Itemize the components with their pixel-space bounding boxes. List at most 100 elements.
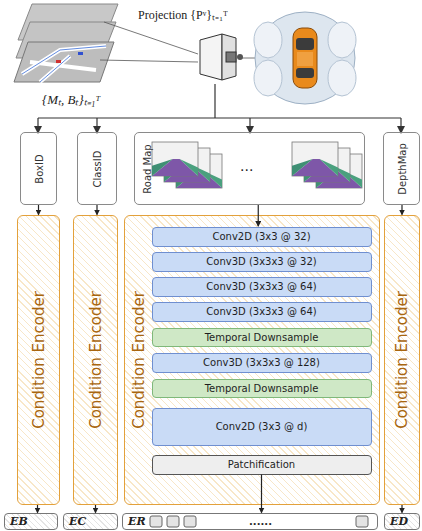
- vertical-label: BoxID: [33, 154, 44, 183]
- arrow-connector: [401, 205, 402, 215]
- layer-label: Temporal Downsample: [205, 332, 319, 343]
- fan-arrows: [38, 117, 401, 118]
- arrow-connector: [258, 205, 259, 226]
- downsample-layer: Temporal Downsample: [152, 379, 372, 398]
- projection-lines: [104, 22, 198, 54]
- arrow-connector: [38, 205, 39, 215]
- car-illustration: [254, 22, 282, 58]
- conv-layer: Conv3D (3x3x3 @ 128): [152, 353, 372, 373]
- road-map-frame: [292, 142, 338, 176]
- projector-icon: [226, 52, 236, 62]
- map-stack: [56, 60, 61, 63]
- projection-label: Projection {Pᵛ}ₜ₌₁ᵀ: [138, 6, 228, 23]
- layer-label: ER: [123, 515, 146, 528]
- road-map-frame: [152, 142, 198, 176]
- condition-encoder: Condition Encoder: [17, 215, 60, 505]
- layer-label: ED: [385, 515, 408, 528]
- vertical-label: Condition Encoder: [87, 291, 105, 429]
- conv-layer: Conv3D (3x3x3 @ 32): [152, 252, 372, 272]
- car-illustration: [254, 60, 282, 96]
- condition-map-box: DepthMap: [383, 132, 420, 205]
- road-map-frames: [152, 142, 362, 188]
- token-squares: [167, 516, 179, 527]
- condition-map-box: BoxID: [20, 132, 57, 205]
- token-squares: [184, 516, 196, 527]
- layer-label: Conv2D (3x3 @ d): [216, 421, 308, 432]
- vertical-label: Condition Encoder: [30, 291, 48, 429]
- layer-label: Patchification: [228, 459, 295, 470]
- layer-label: Temporal Downsample: [205, 383, 319, 394]
- fan-arrows: [400, 118, 401, 130]
- layer-label: ......: [249, 515, 272, 528]
- arrow-connector: [401, 505, 402, 513]
- conv-layer: Conv3D (3x3x3 @ 64): [152, 277, 372, 297]
- projector-icon: [237, 54, 243, 60]
- layer-label: Conv3D (3x3x3 @ 128): [203, 357, 320, 368]
- map-stack: [14, 4, 118, 82]
- car-illustration: [296, 68, 314, 78]
- layer-label: EB: [5, 515, 28, 528]
- vertical-label: DepthMap: [396, 143, 407, 195]
- arrow-connector: [95, 505, 96, 513]
- road-map-frame: [320, 159, 338, 176]
- condition-encoder: Conv2D (3x3 @ 32) Conv3D (3x3x3 @ 32) Conv…: [124, 215, 380, 505]
- map-label: {Mₜ, Bₜ}ₜ₌₁ᵀ: [42, 90, 100, 108]
- vertical-label: Road Map: [142, 144, 153, 193]
- condition-encoder: Condition Encoder: [73, 215, 118, 505]
- vertical-label: Condition Encoder: [130, 291, 148, 429]
- condition-encoder: Condition Encoder: [384, 215, 420, 505]
- condition-map-box: ClassID: [77, 132, 117, 205]
- patchify-layer: Patchification: [152, 455, 372, 475]
- map-stack: [14, 42, 114, 82]
- road-map-frame: [152, 142, 198, 176]
- conv-layer: Conv2D (3x3 @ 32): [152, 227, 372, 247]
- car-illustration: [293, 28, 317, 88]
- projection-lines: [100, 60, 198, 62]
- token-squares: [150, 516, 162, 527]
- road-map-frame: [292, 159, 338, 176]
- layer-label: Conv3D (3x3x3 @ 64): [206, 281, 316, 292]
- fan-arrows: [37, 118, 38, 130]
- ellipsis: ...: [240, 158, 253, 174]
- layer-label: Conv2D (3x3 @ 32): [212, 231, 310, 242]
- car-illustration: [254, 12, 356, 104]
- road-map-frame: [292, 159, 313, 176]
- arrow-connector: [96, 205, 97, 215]
- fan-arrows: [96, 118, 97, 130]
- map-stack: [22, 46, 106, 82]
- road-map-frame: [292, 142, 338, 176]
- map-stack: [78, 52, 83, 55]
- arrow-connector: [261, 475, 262, 513]
- layer-label: Conv3D (3x3x3 @ 64): [206, 306, 316, 317]
- token-squares: [122, 513, 378, 530]
- downsample-layer: Temporal Downsample: [152, 328, 372, 347]
- token-squares: [356, 516, 368, 527]
- layer-label: Conv3D (3x3x3 @ 32): [206, 256, 316, 267]
- embedding-box: EC: [63, 513, 118, 530]
- fan-arrows: [214, 84, 215, 118]
- token-squares: [122, 513, 378, 530]
- car-illustration: [297, 52, 313, 66]
- fan-arrows: [38, 84, 401, 130]
- car-illustration: [328, 22, 356, 58]
- projector-icon: [222, 34, 236, 80]
- layer-label: EC: [64, 515, 86, 528]
- projector-icon: [200, 34, 222, 80]
- projector-icon: [200, 34, 243, 80]
- vertical-label: Condition Encoder: [393, 291, 411, 429]
- road-map-frame: [152, 159, 173, 176]
- conv-layer: Conv2D (3x3 @ d): [152, 408, 372, 446]
- projection-lines: [100, 22, 262, 62]
- fan-arrows: [249, 118, 250, 130]
- car-illustration: [296, 38, 314, 50]
- arrow-connector: [37, 505, 38, 513]
- conv-layer: Conv3D (3x3x3 @ 64): [152, 302, 372, 322]
- embedding-box: ED: [384, 513, 420, 530]
- map-stack: [22, 46, 106, 82]
- car-illustration: [328, 60, 356, 96]
- embedding-box: EB: [4, 513, 58, 530]
- road-map-frame: [180, 159, 198, 176]
- road-map-frame: [152, 159, 198, 176]
- vertical-label: ClassID: [92, 150, 103, 187]
- embedding-box: ER......: [122, 513, 378, 530]
